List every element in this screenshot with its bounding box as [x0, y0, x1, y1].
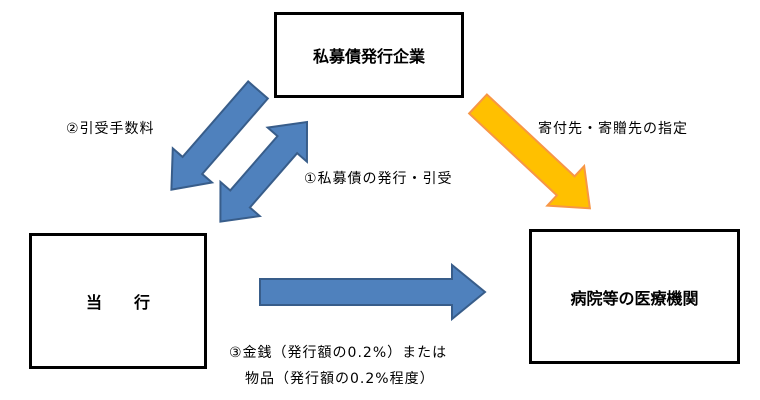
fee-arrow	[170, 80, 270, 191]
hospital-box: 病院等の医療機関	[529, 229, 740, 364]
issue-double-arrow	[219, 120, 309, 223]
bank-box: 当 行	[29, 233, 207, 369]
donation-arrow	[259, 262, 487, 322]
designation-label: 寄付先・寄贈先の指定	[538, 121, 688, 137]
donation-label-line1: ③金銭（発行額の0.2%）または	[229, 345, 448, 361]
issuer-box: 私募債発行企業	[274, 12, 464, 98]
hospital-label: 病院等の医療機関	[570, 288, 699, 308]
donation-label-line2: 物品（発行額の0.2%程度）	[245, 371, 435, 387]
designation-arrow	[467, 93, 592, 210]
bank-label: 当 行	[85, 293, 150, 312]
issue-label: ①私募債の発行・引受	[304, 171, 453, 187]
fee-label: ②引受手数料	[66, 121, 155, 137]
issuer-label: 私募債発行企業	[312, 47, 425, 66]
